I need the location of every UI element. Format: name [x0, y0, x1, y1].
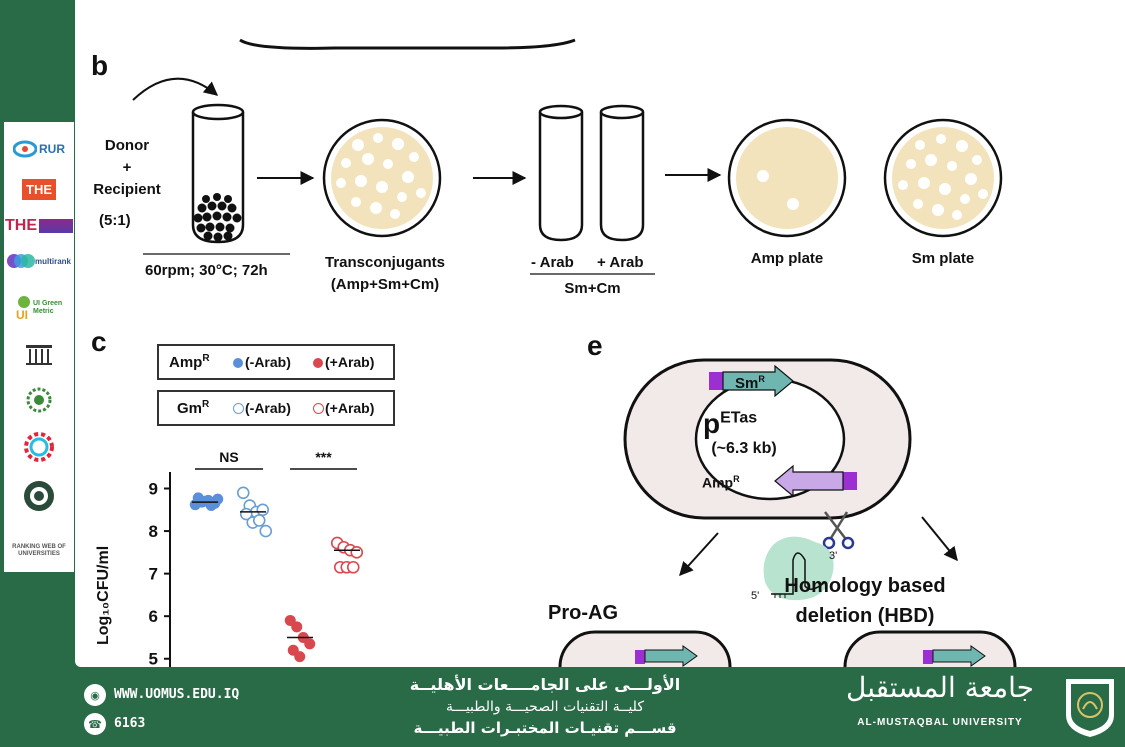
data-point — [294, 651, 306, 663]
legend-gm-plus-marker — [313, 403, 324, 414]
arabic-line-3: قســـم تقنيـات المختبـرات الطبيـــة — [413, 719, 677, 737]
rur-logo-icon: RUR — [4, 134, 74, 164]
five-prime-label: 5' — [751, 590, 760, 602]
culture-tube — [191, 112, 245, 244]
plasmid-size-label: (~6.3 kb) — [711, 440, 777, 457]
legend-gm-minus-marker — [233, 403, 244, 414]
data-point — [252, 514, 266, 527]
panel-b-letter: b — [91, 50, 109, 81]
panel-b-diagram — [132, 77, 1003, 275]
university-arabic-name: جامعة المستقبل — [845, 671, 1034, 704]
sm-gene-arrow — [722, 364, 794, 398]
three-prime-label: 3' — [829, 550, 838, 562]
donor-recipient-label: Donor + Recipient — [93, 137, 161, 198]
university-emblem-icon — [1066, 679, 1114, 737]
data-point — [346, 560, 360, 574]
y-tick-label: 9 — [149, 480, 158, 499]
legend-amp-box: AmpR (-Arab) (+Arab) — [157, 344, 395, 380]
scissors-icon — [822, 511, 855, 550]
minus-arab-tube — [538, 112, 584, 242]
sm-gene-promoter — [709, 372, 723, 390]
y-axis-label: Log₁₀CFU/ml — [95, 546, 112, 645]
pro-ag-label: Pro-AG — [548, 602, 618, 624]
guide-rna-shape — [771, 552, 826, 595]
arabic-line-2: كليــة التقنيات الصحيـــة والطبيـــة — [446, 699, 644, 715]
arab-universities-logo-icon — [4, 384, 74, 418]
significance-label: NS — [219, 449, 238, 465]
y-axis: 5 6 7 8 9 — [149, 472, 171, 667]
ratio-label: (5:1) — [99, 212, 131, 229]
svg-text:UI: UI — [16, 308, 28, 321]
amp-gene-arrow — [774, 464, 844, 498]
scatter-points — [189, 486, 364, 663]
transconjugants-sub-label: (Amp+Sm+Cm) — [330, 276, 440, 293]
legend-gm-box: GmR (-Arab) (+Arab) — [157, 390, 395, 426]
data-point — [256, 503, 270, 517]
sm-gene-label: SmR — [735, 374, 765, 392]
top-bracket-shape — [239, 38, 576, 50]
cell-pellet — [193, 193, 242, 242]
greenmetric-logo-icon: UI UI Green Metric — [4, 288, 74, 328]
curved-arrow — [132, 77, 219, 101]
cfu-scatter-plot: 5 6 7 8 9 NS *** Log₁₀CFU/ml — [95, 449, 364, 667]
transconjugants-label: Transconjugants — [324, 254, 446, 271]
condition-label: 60rpm; 30°C; 72h — [145, 262, 268, 279]
plasmid-name-label: pETas — [703, 408, 758, 439]
museum-logo-icon — [4, 340, 74, 370]
sm-plate-label: Sm plate — [911, 250, 975, 267]
amp-gene-promoter — [843, 472, 857, 490]
plus-arab-label: + Arab — [597, 254, 644, 271]
webometrics-logo-icon: RANKING WEB OF UNIVERSITIES — [12, 544, 66, 557]
phone-icon: ☎ — [84, 713, 106, 735]
panel-e-diagram — [558, 358, 1017, 667]
data-point — [212, 493, 224, 505]
y-tick-label: 5 — [149, 650, 158, 667]
panel-c-letter: c — [91, 326, 107, 357]
significance-marks: NS *** — [195, 449, 357, 470]
arabic-line-1: الأولـــى على الجامــــعات الأهليــة — [409, 675, 681, 694]
data-point — [350, 546, 364, 559]
website-link[interactable]: WWW.UOMUS.EDU.IQ — [114, 687, 240, 702]
minus-arab-label: - Arab — [531, 254, 574, 271]
sdg-logo-icon — [4, 430, 74, 464]
data-point — [259, 524, 273, 538]
panel-e-letter: e — [587, 330, 603, 361]
legend-amp-plus-marker — [313, 358, 323, 368]
sm-cm-label: Sm+Cm — [564, 280, 621, 297]
the-logo-icon: THE — [4, 174, 74, 204]
the-impact-logo-icon: THE — [4, 214, 74, 238]
amp-gene-label: AmpR — [702, 474, 740, 491]
university-english-name: AL-MUSTAQBAL UNIVERSITY — [857, 717, 1023, 728]
y-tick-label: 7 — [149, 565, 158, 584]
legend-amp-minus-marker — [233, 358, 243, 368]
data-point — [291, 621, 303, 633]
cas-protein-shape — [763, 536, 834, 601]
arab-engineers-logo-icon — [4, 476, 74, 516]
y-tick-label: 6 — [149, 607, 158, 626]
data-point — [304, 638, 316, 650]
figure-content: b — [75, 0, 1125, 667]
globe-icon: ◉ — [84, 684, 106, 706]
amp-plate-label: Amp plate — [750, 250, 824, 267]
significance-label: *** — [315, 449, 332, 465]
footer-bar: ◉ WWW.UOMUS.EDU.IQ ☎ 6163 الأولـــى على … — [0, 667, 1125, 747]
data-point — [236, 486, 250, 500]
phone-number: 6163 — [114, 716, 146, 731]
hbd-label-line1: Homology based — [784, 575, 946, 597]
hbd-label-line2: deletion (HBD) — [795, 605, 935, 627]
ranking-logos-panel: RUR THE THE multirank UI UI Green Metric… — [4, 122, 74, 572]
plus-arab-tube — [599, 112, 645, 242]
multirank-logo-icon: multirank — [4, 246, 74, 276]
y-tick-label: 8 — [149, 522, 158, 541]
